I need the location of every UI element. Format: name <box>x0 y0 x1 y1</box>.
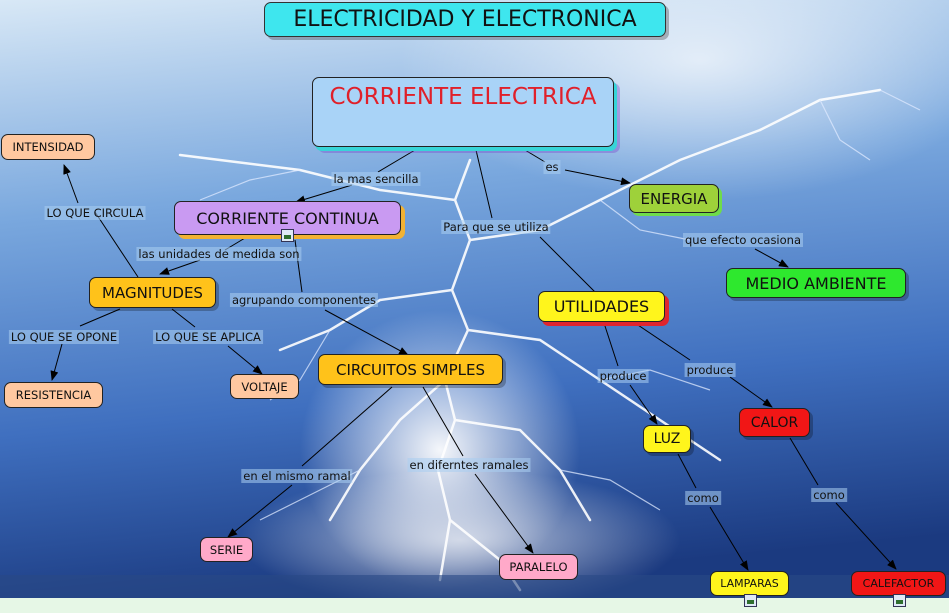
concept-paralelo[interactable]: PARALELO <box>499 554 578 580</box>
link-label: en difernte​s ramales <box>407 458 531 472</box>
link-label: como <box>685 491 721 505</box>
concept-lamparas[interactable]: LAMPARAS <box>710 571 789 596</box>
link-label: como <box>811 488 847 502</box>
concept-circuitos-simples[interactable]: CIRCUITOS SIMPLES <box>318 354 503 385</box>
concept-magnitudes[interactable]: MAGNITUDES <box>89 277 216 308</box>
concept-utilidades[interactable]: UTILIDADES <box>538 291 665 322</box>
concept-resistencia[interactable]: RESISTENCIA <box>4 382 103 408</box>
link-label: las unidades de medida son <box>136 247 302 261</box>
concept-label: LUZ <box>653 431 681 447</box>
concept-luz[interactable]: LUZ <box>643 425 691 453</box>
link-label: agrupando componentes <box>229 293 379 307</box>
concept-energia[interactable]: ENERGIA <box>629 184 719 213</box>
concept-intensidad[interactable]: INTENSIDAD <box>1 134 95 160</box>
link-label: en el mismo ramal <box>241 469 353 483</box>
concept-label: VOLTAJE <box>241 379 288 394</box>
link-label: produce <box>597 369 649 383</box>
concept-label: RESISTENCIA <box>15 388 92 402</box>
link-label: LO QUE SE OPONE <box>8 330 120 344</box>
concept-label: UTILIDADES <box>553 297 650 316</box>
image-resource-icon[interactable] <box>893 594 906 607</box>
concept-label: CALEFACTOR <box>862 577 935 590</box>
link-label: la mas sencilla <box>331 172 421 186</box>
link-label: Para que se utiliza <box>441 220 551 234</box>
link-label: es <box>543 160 561 174</box>
concept-corriente-electrica[interactable]: CORRIENTE ELECTRICA <box>312 77 614 147</box>
image-resource-icon[interactable] <box>744 594 757 607</box>
image-resource-icon[interactable] <box>281 229 294 242</box>
link-label: LO QUE CIRCULA <box>44 206 146 220</box>
concept-label: INTENSIDAD <box>12 140 84 154</box>
concept-label: LAMPARAS <box>720 577 779 590</box>
bottom-strip <box>0 598 949 613</box>
concept-label: MAGNITUDES <box>102 283 203 302</box>
concept-label: SERIE <box>209 542 244 557</box>
map-title: ELECTRICIDAD Y ELECTRONICA <box>264 2 666 37</box>
concept-calor[interactable]: CALOR <box>739 408 810 437</box>
link-label: produce <box>684 363 736 377</box>
concept-label: PARALELO <box>509 560 568 574</box>
concept-medio-ambiente[interactable]: MEDIO AMBIENTE <box>726 268 906 298</box>
concept-label: ENERGIA <box>640 189 708 208</box>
link-label: que efecto ocasiona <box>682 233 804 247</box>
concept-label: CORRIENTE ELECTRICA <box>329 84 597 110</box>
concept-calefactor[interactable]: CALEFACTOR <box>851 571 946 596</box>
concept-serie[interactable]: SERIE <box>200 537 253 562</box>
concept-label: CIRCUITOS SIMPLES <box>336 360 485 379</box>
concept-voltaje[interactable]: VOLTAJE <box>230 374 299 399</box>
concept-label: CORRIENTE CONTINUA <box>196 208 379 228</box>
map-title-text: ELECTRICIDAD Y ELECTRONICA <box>293 7 637 32</box>
concept-label: MEDIO AMBIENTE <box>745 273 887 293</box>
link-label: LO QUE SE APLICA <box>153 330 263 344</box>
concept-label: CALOR <box>750 414 799 431</box>
